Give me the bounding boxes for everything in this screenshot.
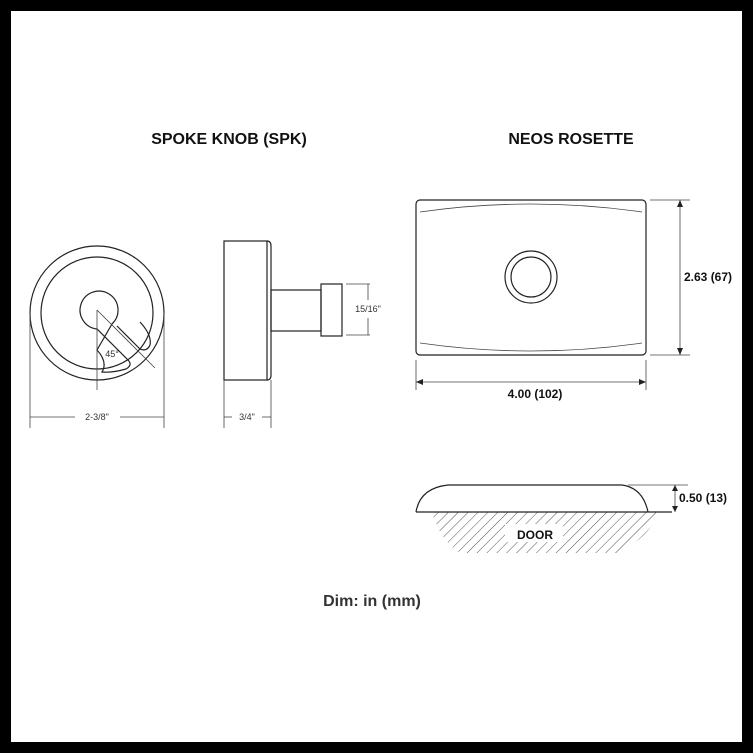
thickness-label: 0.50 (13) [679,491,727,505]
door-label: DOOR [517,528,553,542]
diameter-label: 2-3/8" [85,412,109,422]
depth-label: 3/4" [239,412,255,422]
rosette-profile-view: DOOR 0.50 (13) [415,484,727,553]
knob-side-view: 15/16" 3/4" [223,240,381,428]
units-note: Dim: in (mm) [323,593,421,610]
knob-front-view: 45° 2-3/8" [29,245,165,428]
knob-title: SPOKE KNOB (SPK) [151,131,307,148]
stem-label: 15/16" [355,304,381,314]
paper [11,11,742,742]
height-label: 2.63 (67) [684,270,732,284]
rosette-title: NEOS ROSETTE [508,131,634,148]
rosette-front-view: 2.63 (67) 4.00 (102) [415,199,732,401]
width-label: 4.00 (102) [508,387,563,401]
angle-label: 45° [105,349,119,359]
